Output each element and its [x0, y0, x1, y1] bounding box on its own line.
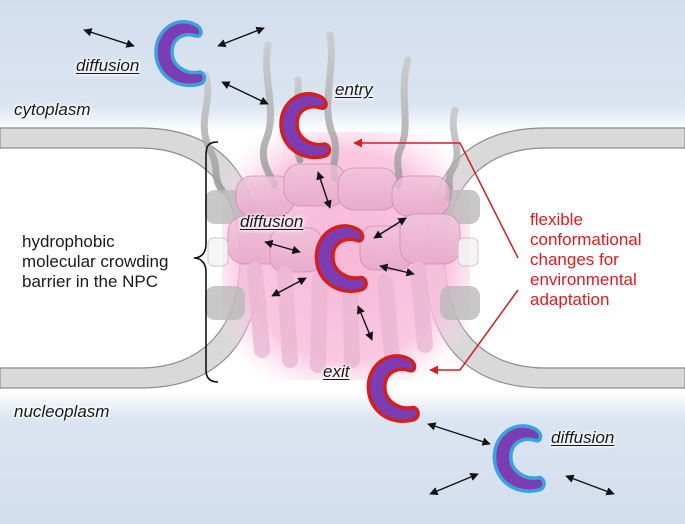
diffusion-mid-label: diffusion [240, 212, 304, 231]
barrier-brace [193, 141, 219, 383]
barrier-line-2: molecular crowding [22, 252, 169, 271]
flex-line-3: changes for [530, 250, 619, 269]
flex-line-1: flexible [530, 210, 583, 229]
flex-line-4: environmental [530, 270, 637, 289]
cytoplasm-label: cytoplasm [14, 100, 91, 119]
nucleoplasm-label: nucleoplasm [14, 402, 110, 421]
flex-line-2: conformational [530, 230, 642, 249]
exit-label: exit [323, 362, 350, 381]
diffusion-arrows [83, 26, 615, 496]
conformational-arrows [353, 138, 519, 375]
barrier-line-3: barrier in the NPC [22, 272, 159, 291]
cytoplasm-region [0, 0, 685, 132]
barrier-line-1: hydrophobic [22, 232, 115, 251]
nuclear-pore-complex [205, 163, 480, 373]
conformational-description: flexible conformational changes for envi… [530, 210, 642, 310]
flex-line-5: adaptation [530, 290, 610, 309]
diffusion-bottom-label: diffusion [551, 428, 615, 447]
nucleoplasm-region [0, 392, 685, 524]
barrier-description: hydrophobic molecular crowding barrier i… [22, 232, 168, 292]
entry-label: entry [335, 80, 373, 99]
diffusion-top-label: diffusion [76, 56, 140, 75]
